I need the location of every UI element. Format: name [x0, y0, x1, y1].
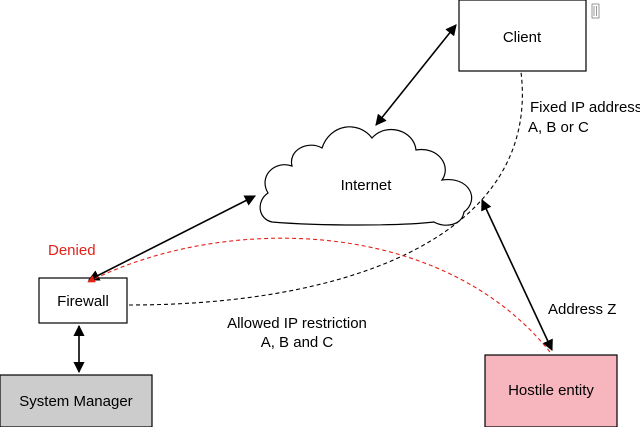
client-internet-arrow — [375, 24, 457, 126]
system-manager-box — [0, 374, 153, 427]
internet-node: Internet — [259, 126, 473, 226]
internet-hostile-arrow — [481, 198, 553, 352]
client-box — [458, 0, 587, 72]
internet-cloud — [259, 126, 473, 226]
hostile-entity-label: Hostile entity — [508, 382, 594, 399]
system-manager-node: System Manager — [0, 374, 153, 427]
fixed-ip-label-line1: Fixed IP address — [530, 99, 640, 116]
hostile-entity-node: Hostile entity — [484, 354, 618, 427]
allowed-ip-path — [128, 71, 523, 306]
firewall-box — [38, 277, 128, 324]
address-z-label: Address Z — [548, 301, 616, 318]
system-manager-label: System Manager — [19, 393, 132, 410]
fixed-ip-label-line2: A, B or C — [528, 119, 589, 136]
internet-firewall-arrow — [88, 195, 256, 281]
firewall-label: Firewall — [57, 293, 109, 310]
allowed-ip-label-line2: A, B and C — [261, 334, 334, 351]
figure-id-icon — [591, 3, 600, 19]
hostile-entity-box — [484, 354, 618, 427]
client-label: Client — [503, 29, 542, 46]
allowed-ip-label-line1: Allowed IP restriction — [227, 315, 367, 332]
denied-label: Denied — [48, 242, 96, 259]
internet-label: Internet — [341, 177, 393, 194]
denied-path — [87, 237, 551, 353]
firewall-node: Firewall — [38, 277, 128, 324]
client-node: Client — [458, 0, 600, 72]
